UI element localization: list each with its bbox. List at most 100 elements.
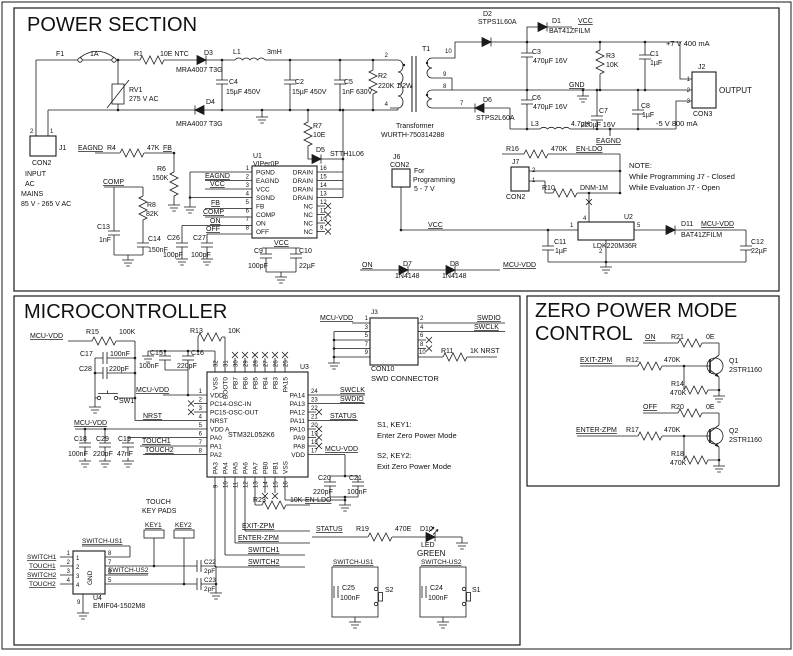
capacitor-c1 [638, 42, 652, 90]
q1-circuit [580, 338, 726, 403]
net-swclk-j3: SWCLK [474, 324, 499, 331]
net-switch1-mcu: SWITCH1 [248, 547, 280, 554]
d5-ref: D5 [316, 147, 325, 154]
net-swdio-j3: SWDIO [477, 315, 501, 322]
c1-ref: C1 [650, 51, 659, 58]
inductor-l3 [539, 126, 571, 130]
u3-pin-pb5: PB5 [253, 377, 260, 390]
r6-val: 150K [152, 175, 169, 182]
enable-ldo-network [502, 149, 621, 193]
note-2: While Programming J7 - Closed [629, 172, 735, 181]
r2-ref: R2 [378, 73, 387, 80]
t1-name: Transformer [396, 123, 435, 130]
u1-num7: 7 [246, 217, 250, 223]
r23-val: 10K [290, 497, 303, 504]
power-section-title: POWER SECTION [27, 14, 197, 36]
c18-val: 100nF [68, 451, 88, 458]
j7-p2: 2 [532, 168, 536, 174]
snubber-r7-d5 [303, 110, 344, 198]
r4-val: 47K [147, 145, 160, 152]
c24-val: 100nF [428, 595, 448, 602]
resistor-r2 [368, 60, 378, 110]
net-status-led: STATUS [316, 526, 343, 533]
l1-ref: L1 [233, 49, 241, 56]
u3-pin-vss-bot: VSS [283, 460, 290, 474]
fuse-val: 1A [90, 51, 99, 58]
u1-pin-on: ON [256, 221, 266, 228]
u2-name: LDK220M36R [593, 243, 637, 250]
u2-ref: U2 [624, 214, 633, 221]
r20-ref: R20 [671, 404, 684, 411]
r19-ref: R19 [356, 526, 369, 533]
u4-pin-switch2: SWITCH2 [27, 572, 57, 579]
u3-pin-pb0: PB0 [263, 461, 270, 474]
fuse-ref: F1 [56, 51, 64, 58]
j7-type: CON2 [506, 194, 526, 201]
j3-num5: 5 [365, 333, 369, 339]
zpm-section-box [526, 295, 780, 487]
c3-ref: C3 [532, 49, 541, 56]
reset-network [68, 336, 207, 421]
d8-val: 1N4148 [442, 273, 467, 280]
l3-ref: L3 [531, 121, 539, 128]
j1-pin1: 1 [50, 129, 54, 135]
u3-pin-pa6: PA6 [243, 462, 250, 474]
u1-num1: 1 [246, 166, 250, 172]
u1-pin-sgnd: SGND [256, 195, 275, 202]
q1-val: 2STR1160 [729, 367, 762, 374]
u3-bnum15: 15 [274, 481, 280, 488]
u3-lnum2: 2 [199, 398, 203, 404]
key-note-2a: S2, KEY2: [377, 451, 412, 460]
c26-ref: C26 [167, 235, 180, 242]
u1-pin-off: OFF [256, 229, 269, 236]
u3-pin-pa5: PA5 [233, 462, 240, 474]
jumper-j7 [510, 166, 620, 222]
secondary-rails [432, 22, 692, 136]
q1-ref: Q1 [729, 358, 738, 365]
d6-ref: D6 [483, 97, 492, 104]
r8-ref: R8 [147, 202, 156, 209]
connector-j6 [391, 168, 411, 188]
vcc-line [400, 187, 548, 231]
r14-val: 470K [670, 390, 687, 397]
zpm-section-title2: CONTROL [535, 323, 633, 345]
c12-ref: C12 [751, 239, 764, 246]
d5-val: STTH1L06 [330, 151, 364, 158]
u2-p4: 4 [583, 216, 587, 222]
d7-ref: D7 [403, 261, 412, 268]
u3-pin-pc15: PC15-OSC-OUT [210, 410, 258, 417]
r21-val: 0E [706, 334, 715, 341]
c28-val: 220pF [109, 366, 129, 373]
u3-bnum14: 14 [264, 481, 270, 488]
c14-ref: C14 [148, 236, 161, 243]
t1-pin4: 4 [385, 102, 389, 108]
j3-num1: 1 [365, 316, 369, 322]
j6-type: CON2 [390, 162, 410, 169]
switchus1-box-lbl: SWITCH-US1 [333, 559, 374, 566]
c6-ref: C6 [532, 95, 541, 102]
u3-pin-pa12: PA12 [290, 410, 306, 417]
c13-ref: C13 [97, 224, 110, 231]
capacitor-c2 [283, 60, 297, 110]
net-exitzpm-zpm: EXIT-ZPM [580, 357, 612, 364]
input-l2: AC [25, 181, 35, 188]
u1-num13: 13 [320, 192, 327, 198]
u3-lnum8: 8 [199, 449, 203, 455]
c8-val: 1µF [642, 112, 654, 119]
net-on-zpm: ON [645, 334, 656, 341]
u3-pin-pa10: PA10 [290, 427, 306, 434]
u3-pin-vdd17: VDD [291, 452, 305, 459]
c1-val: 1µF [650, 60, 662, 67]
c19-val: 47nF [117, 451, 133, 458]
capacitor-c8 [631, 90, 645, 129]
u3-pin-pb4: PB4 [263, 377, 270, 390]
u4-pin9: 9 [77, 600, 81, 606]
u3-tnum32: 32 [214, 360, 220, 367]
u3-rnum17: 17 [311, 449, 318, 455]
j2-ref: J2 [698, 64, 706, 71]
t1-pin7: 7 [460, 101, 464, 107]
r17-val: 470K [664, 427, 681, 434]
d7-val: 1N4148 [395, 273, 420, 280]
j2-p2: 2 [687, 88, 691, 94]
